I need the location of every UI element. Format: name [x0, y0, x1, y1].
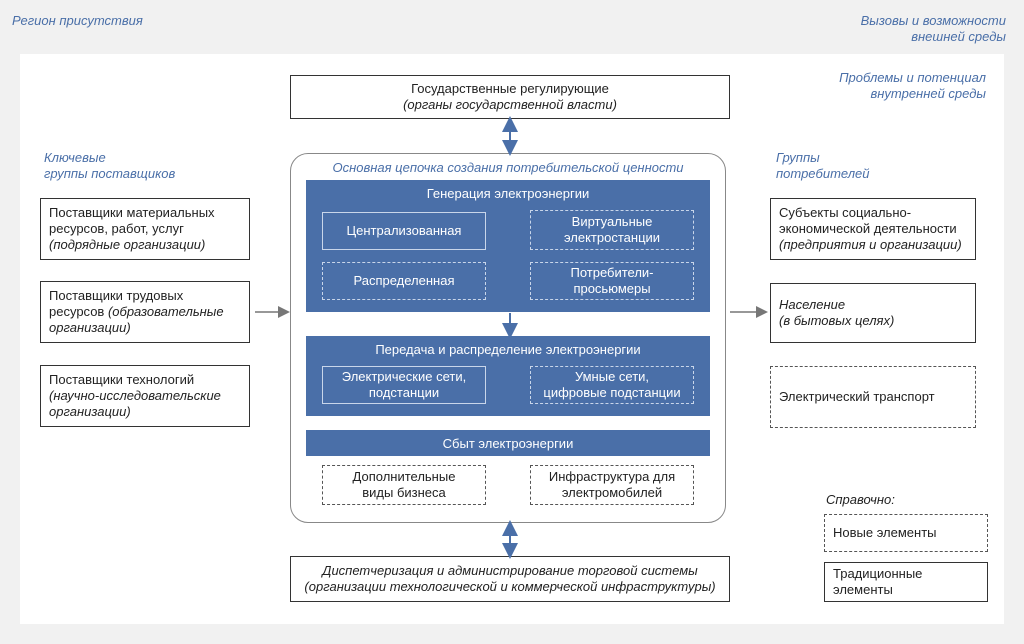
additional-line1: Дополнительные: [352, 469, 456, 484]
virtual-line2: электростанции: [563, 230, 661, 245]
legend-traditional-line1: Традиционные: [833, 566, 923, 581]
sales-title: Сбыт электроэнергии: [442, 435, 574, 451]
supplier-technology-box: Поставщики технологий (научно-исследоват…: [40, 365, 250, 427]
consumer-population-line1: Население: [779, 297, 846, 312]
consumers-title: Группы потребителей: [776, 150, 870, 182]
legend-title: Справочно:: [826, 492, 895, 507]
generation-title: Генерация электроэнергии: [426, 186, 590, 201]
additional-business-box: Дополнительные виды бизнеса: [322, 465, 486, 505]
generation-band: Генерация электроэнергии: [306, 180, 710, 312]
consumer-entities-line2: экономической деятельности: [779, 221, 957, 236]
supplier-labor-line1: Поставщики трудовых: [49, 288, 184, 303]
suppliers-title-line1: Ключевые: [44, 150, 106, 165]
smart-grids-box: Умные сети, цифровые подстанции: [530, 366, 694, 404]
ev-infrastructure-box: Инфраструктура для электромобилей: [530, 465, 694, 505]
sales-band: Сбыт электроэнергии: [306, 430, 710, 456]
virtual-line1: Виртуальные: [571, 214, 653, 229]
value-chain-title: Основная цепочка создания потребительско…: [332, 160, 684, 175]
supplier-materials-box: Поставщики материальных ресурсов, работ,…: [40, 198, 250, 260]
centralized-box: Централизованная: [322, 212, 486, 250]
supplier-technology-italic2: организации): [49, 404, 131, 419]
external-label-line1: Вызовы и возможности: [860, 13, 1006, 28]
legend-new-label: Новые элементы: [833, 525, 937, 540]
consumer-entities-box: Субъекты социально- экономической деятел…: [770, 198, 976, 260]
supplier-materials-line1: Поставщики материальных: [49, 205, 215, 220]
supplier-materials-line2: ресурсов, работ, услуг: [49, 221, 184, 236]
virtual-plants-box: Виртуальные электростанции: [530, 210, 694, 250]
smart-line1: Умные сети,: [574, 369, 650, 384]
dispatch-line2: (организации технологической и коммерчес…: [304, 579, 716, 594]
dispatch-box: Диспетчеризация и администрирование торг…: [290, 556, 730, 602]
consumer-population-italic: (в бытовых целях): [779, 313, 895, 328]
suppliers-title: Ключевые группы поставщиков: [44, 150, 175, 182]
consumer-ev-line1: Электрический транспорт: [779, 389, 935, 404]
dispatch-line1: Диспетчеризация и администрирование торг…: [322, 563, 698, 578]
ev-line2: электромобилей: [561, 485, 663, 500]
region-label: Регион присутствия: [12, 13, 143, 28]
suppliers-title-line2: группы поставщиков: [44, 166, 176, 181]
external-label-line2: внешней среды: [911, 29, 1006, 44]
supplier-labor-line2: ресурсов: [49, 304, 105, 319]
transmission-title: Передача и распределение электроэнергии: [375, 342, 641, 357]
external-environment-label: Вызовы и возможности внешней среды: [861, 13, 1006, 45]
internal-label-line2: внутренней среды: [870, 86, 986, 101]
supplier-technology-italic1: (научно-исследовательские: [49, 388, 221, 403]
supplier-materials-italic: (подрядные организации): [49, 237, 206, 252]
consumer-entities-italic: (предприятия и организации): [779, 237, 962, 252]
consumer-ev-box: Электрический транспорт: [770, 366, 976, 428]
supplier-technology-line1: Поставщики технологий: [49, 372, 195, 387]
prosumers-line1: Потребители-: [570, 265, 654, 280]
smart-line2: цифровые подстанции: [543, 385, 681, 400]
grids-line2: подстанции: [368, 385, 440, 400]
prosumers-line2: просьюмеры: [573, 281, 651, 296]
consumer-entities-line1: Субъекты социально-: [779, 205, 912, 220]
internal-label-line1: Проблемы и потенциал: [839, 70, 986, 85]
internal-environment-label: Проблемы и потенциал внутренней среды: [839, 70, 986, 102]
transmission-band: Передача и распределение электроэнергии: [306, 336, 710, 416]
regulators-line1: Государственные регулирующие: [411, 81, 609, 96]
prosumers-box: Потребители- просьюмеры: [530, 262, 694, 300]
consumers-title-line2: потребителей: [776, 166, 870, 181]
legend-traditional-line2: элементы: [833, 582, 893, 597]
consumer-population-box: Население (в бытовых целях): [770, 283, 976, 343]
ev-line1: Инфраструктура для: [548, 469, 676, 484]
additional-line2: виды бизнеса: [362, 485, 446, 500]
consumers-title-line1: Группы: [776, 150, 820, 165]
supplier-labor-italic-inline: (образовательные: [107, 304, 224, 319]
legend-new-elements: Новые элементы: [824, 514, 988, 552]
electric-grids-box: Электрические сети, подстанции: [322, 366, 486, 404]
regulators-line2: (органы государственной власти): [403, 97, 617, 112]
supplier-labor-box: Поставщики трудовых ресурсов (образовате…: [40, 281, 250, 343]
legend-traditional-elements: Традиционные элементы: [824, 562, 988, 602]
grids-line1: Электрические сети,: [341, 369, 467, 384]
supplier-labor-italic: организации): [49, 320, 131, 335]
distributed-box: Распределенная: [322, 262, 486, 300]
